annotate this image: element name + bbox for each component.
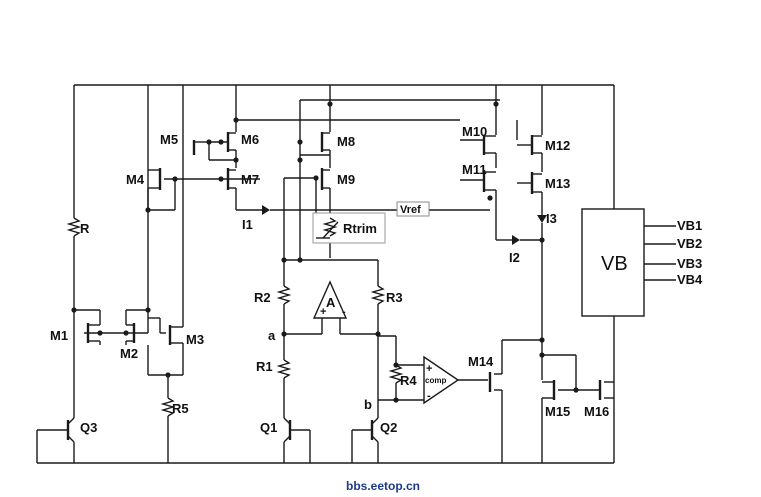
label-m16: M16 <box>584 404 609 419</box>
branch-m15-m16 <box>541 208 676 463</box>
label-opamp-plus: + <box>320 306 326 318</box>
label-m4: M4 <box>126 172 145 187</box>
label-m6: M6 <box>241 132 259 147</box>
label-opamp-a: A <box>326 295 336 310</box>
bjt-q1-q2 <box>283 405 379 463</box>
junction-dots <box>71 101 579 403</box>
branch-m8-m9 <box>236 85 500 260</box>
label-node-a: a <box>268 328 276 343</box>
label-q2: Q2 <box>380 420 397 435</box>
label-m10: M10 <box>462 124 487 139</box>
label-q1: Q1 <box>260 420 277 435</box>
label-m9: M9 <box>337 172 355 187</box>
label-vb4: VB4 <box>677 272 703 287</box>
label-q3: Q3 <box>80 420 97 435</box>
label-opamp-minus: - <box>342 306 346 318</box>
label-vref: Vref <box>400 204 421 216</box>
label-m12: M12 <box>545 138 570 153</box>
label-r: R <box>80 221 90 236</box>
label-r4: R4 <box>400 373 417 388</box>
supply-rails <box>37 84 615 464</box>
label-m7: M7 <box>241 172 259 187</box>
label-m8: M8 <box>337 134 355 149</box>
label-vb-block: VB <box>601 253 628 275</box>
label-rtrim: Rtrim <box>343 221 377 236</box>
opamp-a <box>276 259 386 410</box>
label-r2: R2 <box>254 290 271 305</box>
label-i1: I1 <box>242 217 253 232</box>
label-node-b: b <box>364 397 372 412</box>
label-r3: R3 <box>386 290 403 305</box>
label-i2: I2 <box>509 250 520 265</box>
branch-m2-m3-m4 <box>125 85 260 463</box>
label-m2: M2 <box>120 346 138 361</box>
component-labels: R M1 M2 M3 M4 M5 M6 M7 M8 M9 M10 M11 M12… <box>50 124 703 493</box>
label-m11: M11 <box>462 162 487 177</box>
label-m13: M13 <box>545 176 570 191</box>
label-comp: comp <box>425 376 446 385</box>
label-vb3: VB3 <box>677 256 702 271</box>
label-comp-minus: - <box>427 390 431 402</box>
label-m5: M5 <box>160 132 178 147</box>
branch-r-m1-q3 <box>36 85 148 463</box>
label-m1: M1 <box>50 328 68 343</box>
label-vb1: VB1 <box>677 218 702 233</box>
rtrim-block <box>312 201 430 244</box>
comparator-block <box>378 335 542 463</box>
label-vb2: VB2 <box>677 236 702 251</box>
branch-m10-m13 <box>460 85 547 340</box>
label-m15: M15 <box>545 404 570 419</box>
label-comp-plus: + <box>426 363 432 375</box>
label-r5: R5 <box>172 401 189 416</box>
label-m3: M3 <box>186 332 204 347</box>
label-m14: M14 <box>468 354 494 369</box>
footer-watermark: bbs.eetop.cn <box>346 479 420 493</box>
label-r1: R1 <box>256 359 273 374</box>
branch-m5-m6-m7 <box>192 85 490 215</box>
label-i3: I3 <box>546 211 557 226</box>
